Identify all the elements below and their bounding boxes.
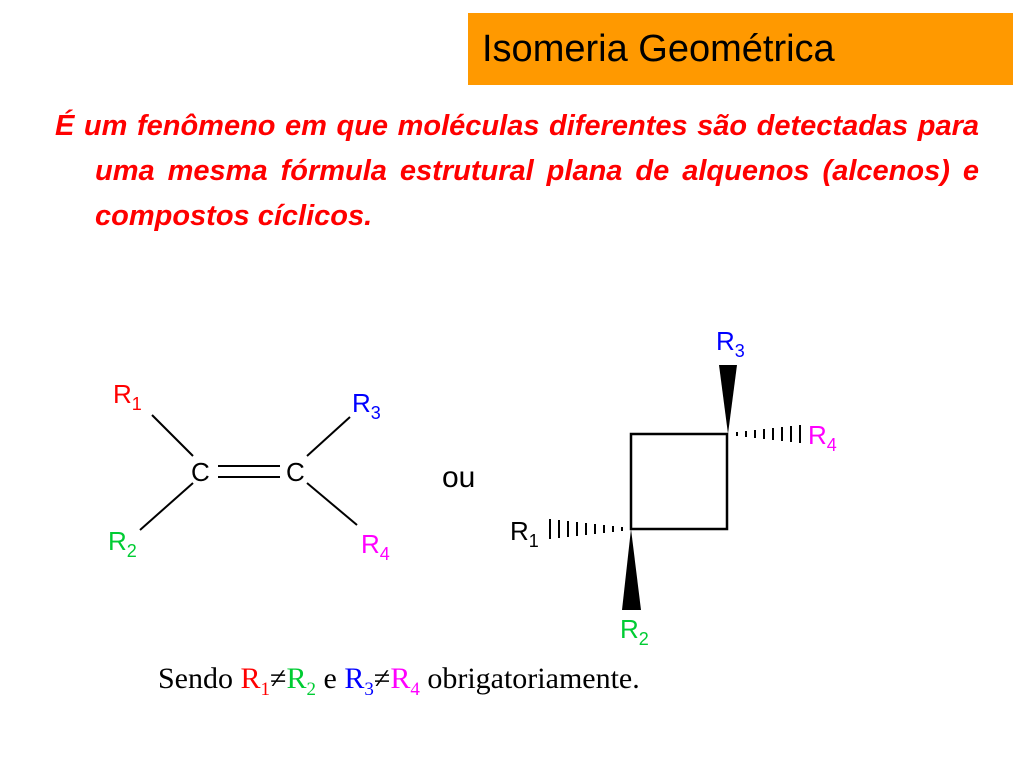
wedge-bond-r2	[622, 529, 641, 610]
alkene-r1-label: R1	[113, 379, 142, 414]
hash-bond-r4	[736, 425, 801, 443]
alkene-r4-label: R4	[361, 529, 390, 564]
footer-r2: R2	[286, 662, 316, 700]
footer-r3: R3	[344, 662, 374, 700]
bond-c1-r1	[151, 414, 194, 457]
alkene-r3-label: R3	[352, 388, 381, 423]
slide-title: Isomeria Geométrica	[482, 27, 835, 70]
footer-suffix: obrigatoriamente.	[419, 662, 640, 695]
footer-prefix: Sendo	[158, 662, 241, 695]
bond-c2-r3	[306, 416, 351, 457]
title-banner: Isomeria Geométrica	[468, 13, 1013, 85]
ring-r2-label: R2	[620, 614, 649, 649]
ring-r1-label: R1	[510, 516, 539, 551]
footer-neq-1: ≠	[270, 662, 287, 695]
condition-statement: Sendo R1≠R2 e R3≠R4 obrigatoriamente.	[158, 662, 858, 700]
hash-bond-r1	[549, 519, 623, 539]
cyclobutane-structure: R3 R4 R1 R2	[510, 326, 837, 649]
carbon-left-label: C	[191, 457, 210, 487]
footer-neq-2: ≠	[373, 662, 391, 695]
bond-c1-r2	[139, 482, 194, 531]
bond-c2-r4	[306, 482, 358, 526]
intro-paragraph: É um fenômeno em que moléculas diferente…	[55, 110, 979, 232]
footer-r1: R1	[240, 662, 271, 700]
cyclobutane-ring	[629, 432, 729, 531]
connector-text: ou	[442, 461, 475, 494]
footer-r4: R4	[390, 662, 420, 700]
ring-r4-label: R4	[808, 420, 837, 455]
alkene-r2-label: R2	[108, 526, 137, 561]
carbon-right-label: C	[286, 457, 305, 487]
alkene-structure: C C R1 R2 R3 R4	[108, 379, 390, 564]
footer-and: e	[316, 662, 345, 695]
ring-r3-label: R3	[716, 326, 745, 361]
wedge-bond-r3	[719, 365, 737, 434]
